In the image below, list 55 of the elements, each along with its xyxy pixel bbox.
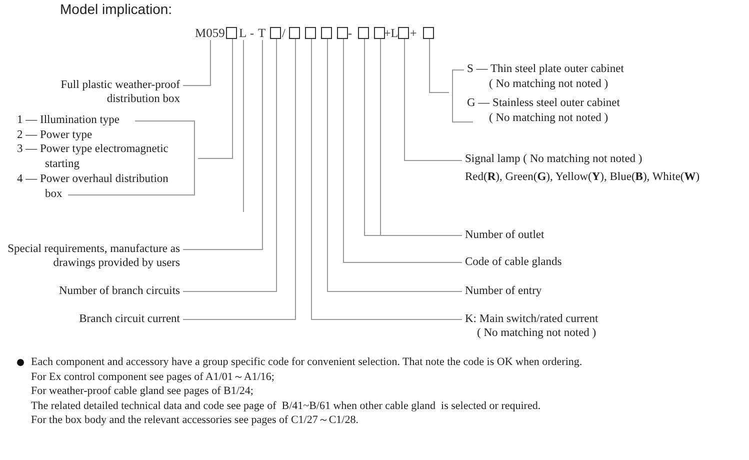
leader-line — [343, 38, 462, 263]
code-box — [305, 27, 316, 39]
option-text: 1 — Illumination type — [17, 113, 121, 128]
code-letter: M059 — [195, 26, 225, 40]
option-text: 3 — Power type electromagnetic starting — [17, 142, 170, 172]
code-box — [398, 27, 409, 39]
leader-line — [404, 38, 462, 161]
code-separator: - — [250, 26, 254, 40]
code-box — [337, 27, 348, 39]
leader-line — [429, 38, 450, 93]
leader-line — [198, 38, 233, 159]
description-text: Code of cable glands — [465, 255, 562, 269]
leader-line — [243, 40, 244, 212]
code-box — [289, 27, 300, 39]
option-text: G — Stainless steel outer cabinet — [467, 96, 620, 111]
description-text: Number of entry — [465, 284, 542, 298]
description-text: Special requirements, manufacture as drawings provided by users — [6, 242, 180, 270]
description-text: Number of outlet — [465, 228, 544, 242]
code-box — [270, 27, 281, 39]
code-separator: +L — [384, 26, 398, 40]
description-text: Branch circuit current — [79, 312, 180, 326]
note-text: For weather-proof cable gland see pages of B1/24; — [31, 384, 254, 399]
note-text: Each component and accessory have a group specific code for convenient selection. That note the code is OK when ordering. — [31, 355, 582, 370]
leader-line — [182, 40, 211, 86]
note-text: For the box body and the relevant accessories see pages of C1/27～C1/28. — [31, 413, 358, 428]
option-text: 2 — Power type — [17, 128, 94, 142]
code-box — [358, 27, 369, 39]
code-box — [423, 27, 434, 39]
description-text: K: Main switch/rated current — [465, 312, 598, 326]
code-box — [374, 27, 385, 39]
leader-line — [182, 38, 296, 320]
leader-line — [182, 38, 277, 292]
title: Model implication: — [60, 1, 172, 17]
code-separator: - — [348, 26, 352, 40]
leader-line — [327, 38, 462, 292]
option-text: 4 — Power overhaul distribution box — [17, 172, 170, 202]
code-separator: / — [282, 26, 286, 40]
note-text: The related detailed technical data and code see page of B/41~B/61 when other cable gland is selected or required. — [31, 398, 541, 414]
code-letter: L — [239, 26, 247, 40]
description-text: ( No matching not noted ) — [476, 326, 596, 340]
leader-line — [182, 40, 263, 250]
code-letter: T — [258, 26, 266, 40]
description-text: Signal lamp ( No matching not noted ) — [465, 152, 642, 166]
description-text: Number of branch circuits — [58, 284, 180, 298]
leader-line — [311, 38, 462, 320]
code-box — [226, 27, 237, 39]
code-separator: + — [410, 26, 417, 40]
option-text: S — Thin steel plate outer cabinet — [467, 62, 624, 77]
leader-line — [380, 38, 462, 236]
code-box — [321, 27, 332, 39]
option-text: ( No matching not noted ) — [488, 77, 608, 92]
note-text: For Ex control component see pages of A1/01～A1/16; — [31, 370, 274, 384]
description-text: Full plastic weather-proof distribution box — [60, 78, 180, 106]
description-text: Red(R), Green(G), Yellow(Y), Blue(B), White(W) — [465, 170, 700, 184]
option-text: ( No matching not noted ) — [488, 111, 608, 126]
